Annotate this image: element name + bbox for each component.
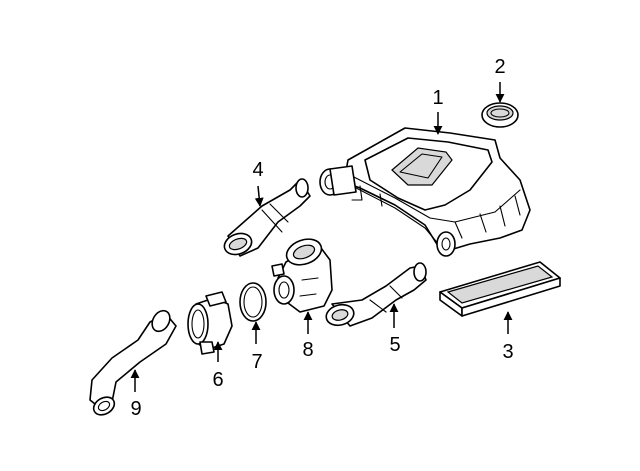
part-8-adapter [271, 238, 333, 313]
callout-3: 3 [502, 341, 513, 363]
part-9-hose [89, 309, 177, 416]
callout-5: 5 [389, 334, 400, 356]
part-7-clamp-ring [239, 282, 267, 322]
callout-9: 9 [130, 398, 141, 420]
callout-1: 1 [432, 87, 443, 109]
callout-2: 2 [494, 56, 505, 78]
callout-4: 4 [252, 159, 263, 181]
callout-labels: 1 2 3 4 5 6 7 8 9 [130, 56, 513, 420]
part-2-grommet [481, 102, 519, 128]
callout-8: 8 [302, 339, 313, 361]
part-3-filter-element [439, 261, 561, 317]
part-4-intake-duct [223, 178, 311, 257]
part-6-coupler [187, 291, 233, 355]
leader-4 [254, 185, 264, 207]
part-5-duct [325, 262, 427, 327]
leaders [130, 82, 513, 392]
callout-6: 6 [212, 369, 223, 391]
part-1-air-cleaner-housing [319, 127, 531, 257]
callout-7: 7 [251, 351, 262, 373]
